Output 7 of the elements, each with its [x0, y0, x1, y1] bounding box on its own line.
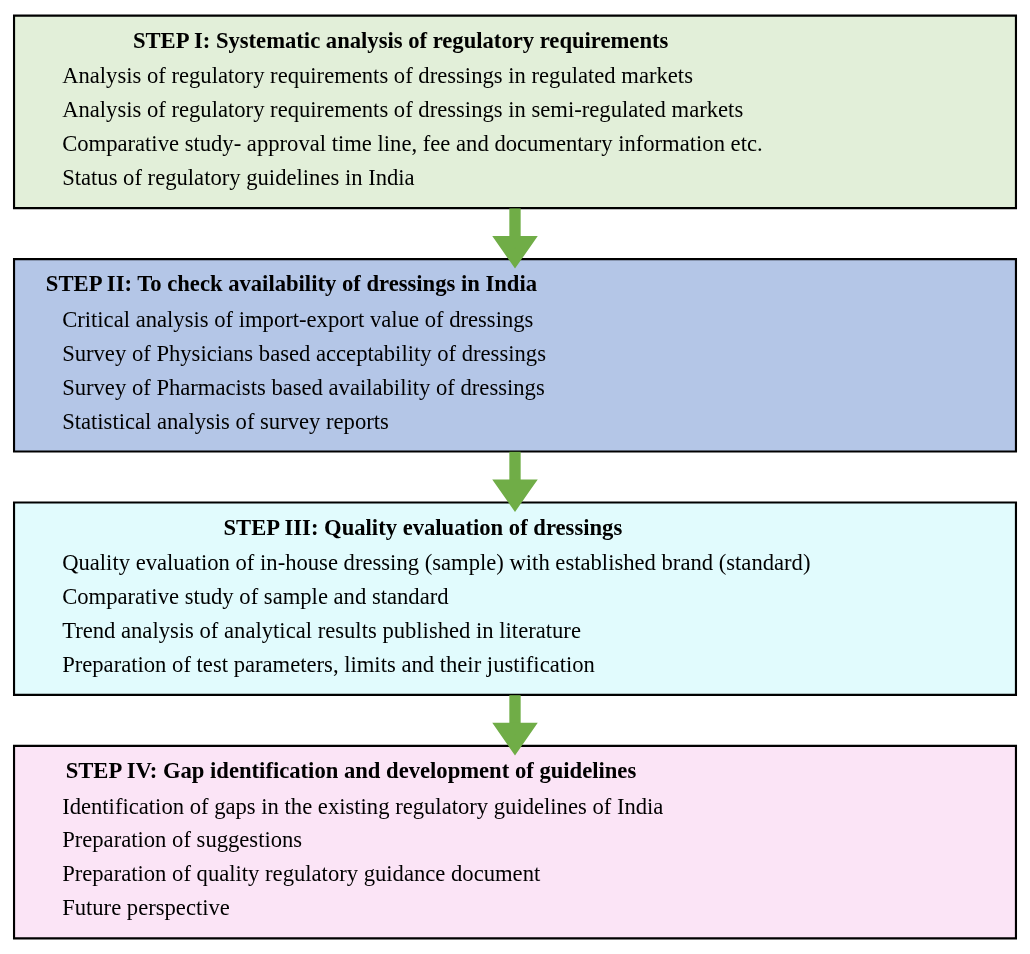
node-box: STEP III: Quality evaluation of dressings Quality evaluation of in-house dressing (sample) with established brand (standard) Comparative study of sample and standard Trend analysis of analytical results published in literature Preparation of test parameters, limits and their justification [12, 501, 1017, 696]
node-box: STEP II: To check availability of dressings in India Critical analysis of import-export value of dressings Survey of Physicians based acceptability of dressings Survey of Pharmacists based availability of dressings Statistical analysis of survey reports [12, 258, 1017, 453]
node-box: STEP I: Systematic analysis of regulatory requirements Analysis of regulatory requirements of dressings in regulated markets Analysis of regulatory requirements of dressings in semi-regulated markets Comparative study- approval time line, fee and documentary information etc. Status of regulatory guidelines in India [12, 14, 1017, 210]
arrow [492, 208, 538, 269]
arrow [492, 451, 538, 512]
arrow [492, 695, 538, 756]
node-box: STEP IV: Gap identification and development of guidelines Identification of gaps in the existing regulatory guidelines of India Preparation of suggestions Preparation of quality regulatory guidance document Future perspective [12, 744, 1017, 940]
